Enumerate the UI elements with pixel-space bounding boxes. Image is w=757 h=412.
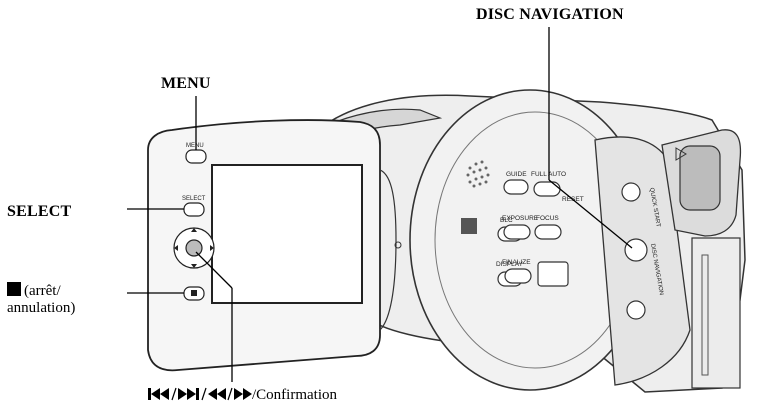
rear-grip xyxy=(692,238,740,388)
callout-stop-line1: (arrêt/ xyxy=(24,283,61,299)
skip-back-icon xyxy=(148,388,169,400)
callout-stop: (arrêt/ annulation) xyxy=(7,282,75,317)
callout-confirmation: /Confirmation xyxy=(252,387,337,403)
callout-menu: MENU xyxy=(161,75,211,93)
label-finalize: FINALIZE xyxy=(502,259,531,266)
label-focus: FOCUS xyxy=(536,215,559,222)
callout-stop-line2: annulation) xyxy=(7,300,75,317)
fast-forward-icon xyxy=(234,388,252,400)
lcd-screen xyxy=(212,165,362,303)
select-button xyxy=(184,203,204,216)
stop-square-icon xyxy=(7,282,21,296)
nav-symbols xyxy=(148,387,252,401)
callout-select: SELECT xyxy=(7,203,71,221)
slash xyxy=(228,388,232,400)
quick-start-button xyxy=(622,183,640,201)
rewind-icon xyxy=(208,388,226,400)
joystick-knob xyxy=(186,240,202,256)
strap-lower-button xyxy=(627,301,645,319)
slash xyxy=(172,388,176,400)
stop-button-mark xyxy=(191,290,197,296)
label-select-small: SELECT xyxy=(182,196,206,202)
callout-disc-navigation: DISC NAVIGATION xyxy=(476,6,624,24)
label-exposure: EXPOSURE xyxy=(502,215,539,222)
label-guide: GUIDE xyxy=(506,171,527,178)
disc-navigation-button xyxy=(625,239,647,261)
menu-button xyxy=(186,150,206,163)
logo-badge xyxy=(461,218,477,234)
skip-forward-icon xyxy=(178,388,199,400)
label-menu-small: MENU xyxy=(186,143,204,149)
eyepiece xyxy=(680,146,720,210)
slash xyxy=(202,388,206,400)
callout-navigation: /Confirmation xyxy=(148,387,337,404)
